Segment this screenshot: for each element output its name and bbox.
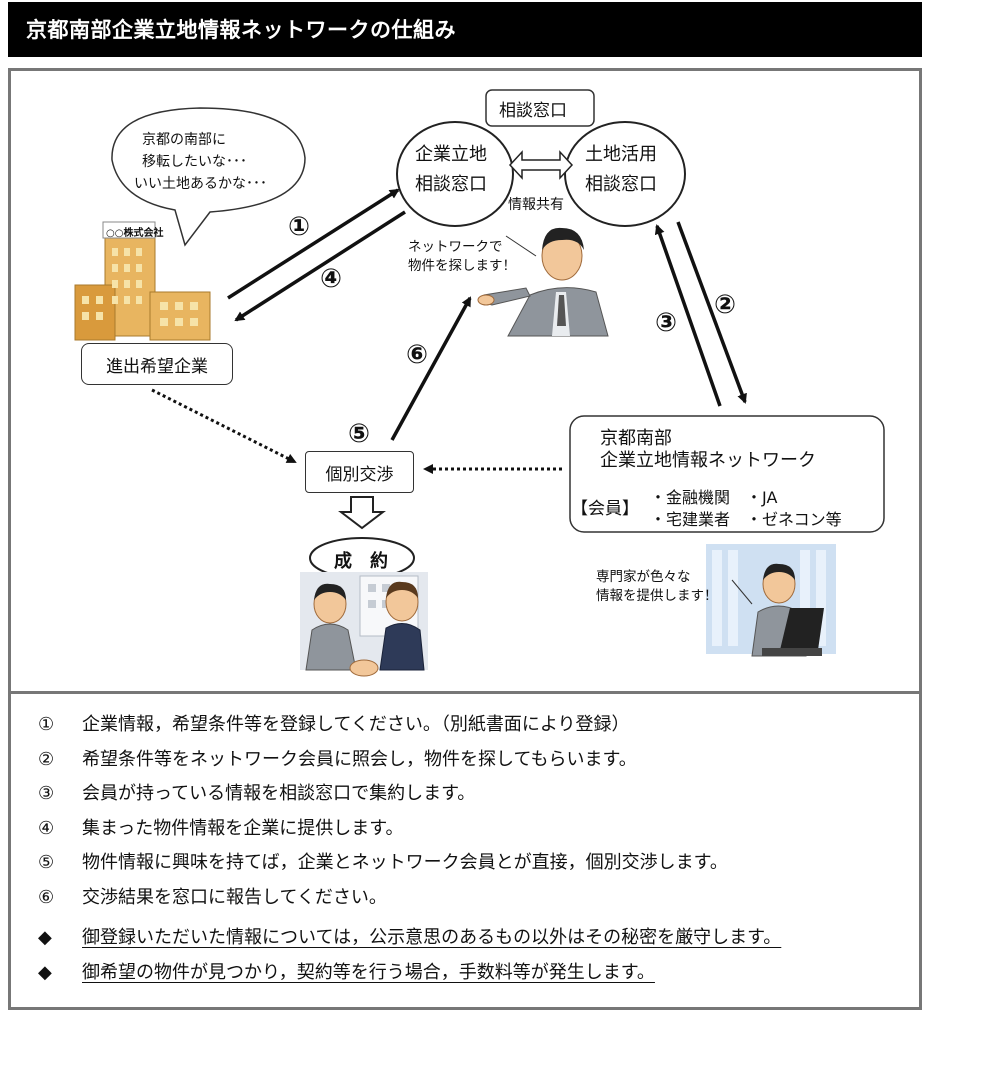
note-marker: ③ — [38, 783, 55, 804]
note-text: 集まった物件情報を企業に提供します。 — [82, 817, 404, 839]
note-marker: ① — [38, 714, 55, 735]
expert-speech-line2: 情報を提供します！ — [596, 588, 718, 604]
step-3-number: ③ — [655, 308, 678, 338]
thought-bubble-text: 京都の南部に 移転したいな･･･ いい土地あるかな･･･ — [134, 129, 267, 195]
important-note-item: ◆ 御希望の物件が見つかり，契約等を行う場合，手数料等が発生します。 — [38, 956, 918, 991]
building-sign: ○○株式会社 — [106, 228, 164, 239]
company-box: 進出希望企業 — [81, 343, 233, 385]
notes-list: ① 企業情報，希望条件等を登録してください。（別紙書面により登録） ② 希望条件等を… — [38, 708, 918, 990]
hollow-down-arrow — [338, 496, 386, 530]
negotiation-box: 個別交渉 — [305, 451, 414, 493]
step-4-number: ④ — [320, 264, 343, 294]
info-share-label: 情報共有 — [508, 197, 564, 213]
consult-header-box — [485, 89, 595, 127]
dotted-arrow-company-to-negotiation — [151, 388, 297, 464]
negotiation-box-label: 個別交渉 — [325, 464, 394, 485]
members-label: 【会員】 — [571, 499, 639, 519]
handshake-illustration — [300, 572, 428, 677]
thought-line1: 京都の南部に — [142, 132, 226, 148]
important-note-marker: ◆ — [38, 961, 52, 983]
land-use-circle-label: 土地活用 相談窓口 — [585, 140, 657, 200]
note-text: 希望条件等をネットワーク会員に照会し，物件を探してもらいます。 — [82, 748, 637, 770]
arrow-step-4 — [234, 210, 406, 322]
note-text: 物件情報に興味を持てば，企業とネットワーク会員とが直接，個別交渉します。 — [82, 852, 728, 873]
note-item: ⑥ 交渉結果を窓口に報告してください。 — [38, 881, 918, 916]
circle-right-line2: 相談窓口 — [585, 174, 657, 195]
network-name-line1: 京都南部 — [600, 428, 672, 449]
note-text: 会員が持っている情報を相談窓口で集約します。 — [82, 783, 476, 804]
circle-right-line1: 土地活用 — [585, 144, 657, 165]
arrow-step-2 — [676, 221, 747, 404]
staff-speech-line2: 物件を探します！ — [408, 258, 516, 274]
note-item: ⑤ 物件情報に興味を持てば，企業とネットワーク会員とが直接，個別交渉します。 — [38, 846, 918, 881]
consult-header-label: 相談窓口 — [499, 101, 567, 121]
thought-line2: 移転したいな･･･ — [142, 154, 247, 170]
members-row2: ・宅建業者 ・ゼネコン等 — [650, 510, 842, 529]
note-item: ① 企業情報，希望条件等を登録してください。（別紙書面により登録） — [38, 708, 918, 743]
network-name-line2: 企業立地情報ネットワーク — [600, 450, 816, 471]
network-box — [569, 415, 885, 533]
members-row1: ・金融機関 ・JA — [650, 488, 778, 507]
note-text: 交渉結果を窓口に報告してください。 — [82, 886, 387, 908]
circle-left-line2: 相談窓口 — [415, 174, 487, 195]
note-marker: ④ — [38, 817, 55, 839]
corporate-siting-circle — [396, 121, 514, 227]
consultant-illustration — [477, 227, 609, 337]
expert-speech-line — [731, 579, 753, 605]
important-note-marker: ◆ — [38, 927, 52, 948]
page-title: 京都南部企業立地情報ネットワークの仕組み — [26, 18, 456, 42]
building-illustration — [74, 221, 211, 341]
staff-speech-text: ネットワークで 物件を探します！ — [408, 238, 516, 276]
staff-speech-line1: ネットワークで — [408, 239, 503, 255]
staff-speech-line — [505, 235, 537, 257]
thought-line3: いい土地あるかな･･･ — [134, 176, 267, 192]
circle-left-line1: 企業立地 — [415, 144, 487, 165]
note-marker: ② — [38, 748, 55, 770]
land-use-circle — [564, 121, 686, 227]
corporate-siting-circle-label: 企業立地 相談窓口 — [415, 140, 487, 200]
arrow-step-3 — [654, 224, 722, 407]
note-item: ③ 会員が持っている情報を相談窓口で集約します。 — [38, 777, 918, 812]
expert-speech-line1: 専門家が色々な — [596, 569, 691, 585]
note-item: ② 希望条件等をネットワーク会員に照会し，物件を探してもらいます。 — [38, 743, 918, 778]
important-note-text: 御希望の物件が見つかり，契約等を行う場合，手数料等が発生します。 — [82, 961, 655, 983]
step-5-number: ⑤ — [348, 419, 371, 449]
step-6-number: ⑥ — [406, 340, 429, 370]
note-marker: ⑤ — [38, 852, 55, 873]
expert-speech-text: 専門家が色々な 情報を提供します！ — [596, 568, 718, 606]
expert-illustration — [706, 544, 836, 657]
thought-bubble — [111, 107, 306, 247]
note-item: ④ 集まった物件情報を企業に提供します。 — [38, 812, 918, 847]
arrow-step-6 — [390, 296, 472, 441]
contract-label: 成 約 — [334, 551, 388, 572]
step-2-number: ② — [714, 290, 737, 320]
section-divider — [8, 691, 922, 694]
note-text: 企業情報，希望条件等を登録してください。（別紙書面により登録） — [82, 714, 630, 735]
title-bar: 京都南部企業立地情報ネットワークの仕組み — [8, 2, 922, 57]
info-share-arrow — [508, 150, 574, 180]
note-marker: ⑥ — [38, 886, 55, 908]
important-note-text: 御登録いただいた情報については，公示意思のあるもの以外はその秘密を厳守します。 — [82, 927, 782, 948]
important-note-item: ◆ 御登録いただいた情報については，公示意思のあるもの以外はその秘密を厳守します。 — [38, 921, 918, 956]
arrow-step-1 — [227, 188, 400, 300]
step-1-number: ① — [288, 212, 311, 242]
company-box-label: 進出希望企業 — [106, 356, 208, 377]
